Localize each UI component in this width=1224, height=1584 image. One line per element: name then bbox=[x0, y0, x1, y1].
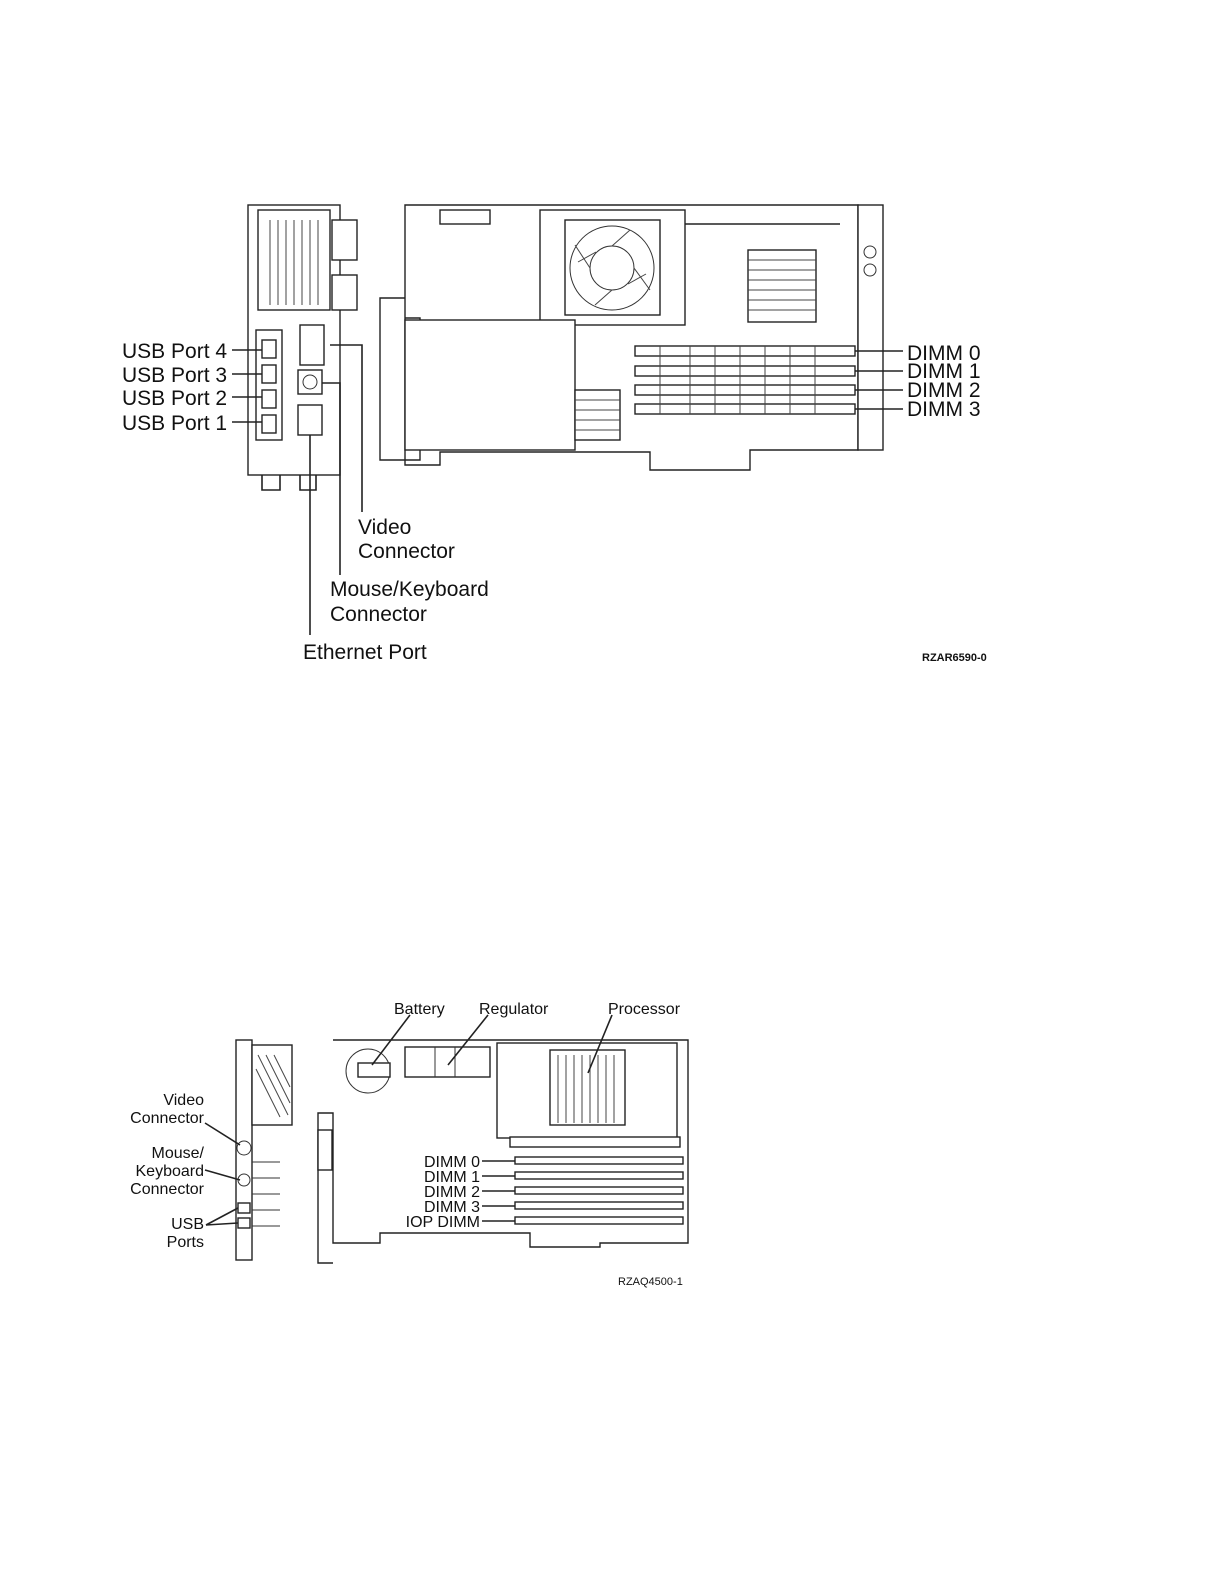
main-board-illustration bbox=[380, 205, 883, 470]
mouse-keyboard-label-line1: Mouse/Keyboard bbox=[330, 578, 489, 601]
mouse-keyboard-label-line2: Connector bbox=[330, 603, 427, 626]
mouse-keyboard-2-label-line1: Mouse/ bbox=[152, 1145, 205, 1162]
dimm-3-label: DIMM 3 bbox=[907, 398, 981, 421]
figure-1-system-board: USB Port 4 USB Port 3 USB Port 2 USB Por… bbox=[0, 190, 1224, 700]
figure-2-code: RZAQ4500-1 bbox=[618, 1276, 683, 1288]
usb-port-2-label: USB Port 2 bbox=[122, 387, 227, 410]
video-connector-label-line2: Connector bbox=[358, 540, 455, 563]
mouse-keyboard-2-label-line3: Connector bbox=[130, 1181, 204, 1198]
io-bracket-illustration bbox=[236, 1040, 292, 1260]
ethernet-port-label: Ethernet Port bbox=[303, 641, 427, 664]
usb-port-3-label: USB Port 3 bbox=[122, 364, 227, 387]
battery-label: Battery bbox=[394, 1001, 445, 1018]
usb-port-4-label: USB Port 4 bbox=[122, 340, 227, 363]
figure-2-system-board: Battery Regulator Processor Video Connec… bbox=[0, 985, 1224, 1305]
usb-ports-label-line2: Ports bbox=[167, 1234, 204, 1251]
usb-port-1-label: USB Port 1 bbox=[122, 412, 227, 435]
video-connector-label-line1: Video bbox=[358, 516, 411, 539]
video-connector-2-label-line2: Connector bbox=[130, 1110, 204, 1127]
usb-ports-label-line1: USB bbox=[171, 1216, 204, 1233]
iop-dimm-label: IOP DIMM bbox=[406, 1214, 480, 1231]
processor-label: Processor bbox=[608, 1001, 681, 1018]
usb-port-callouts: USB Port 4 USB Port 3 USB Port 2 USB Por… bbox=[122, 340, 262, 435]
figure-1-code: RZAR6590-0 bbox=[922, 652, 987, 664]
main-board-2-illustration bbox=[318, 1040, 688, 1263]
mouse-keyboard-2-label-line2: Keyboard bbox=[136, 1163, 205, 1180]
regulator-label: Regulator bbox=[479, 1001, 549, 1018]
video-connector-2-label-line1: Video bbox=[163, 1092, 204, 1109]
